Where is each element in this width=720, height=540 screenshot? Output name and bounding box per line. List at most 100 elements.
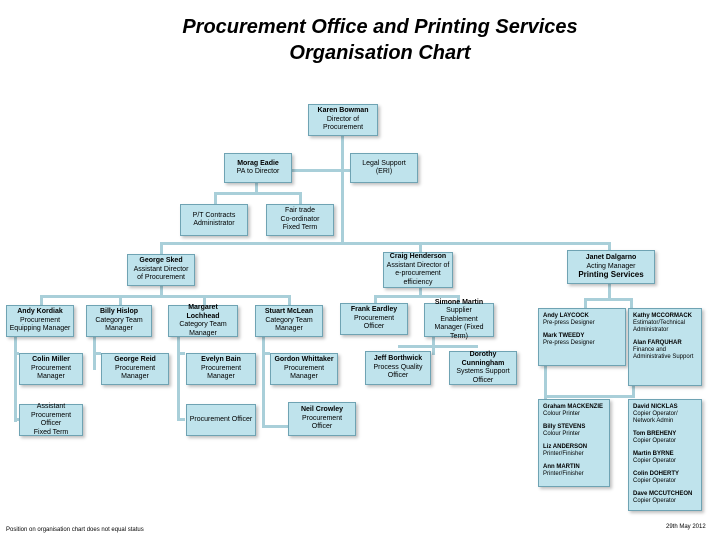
connector	[457, 295, 460, 303]
connector	[40, 295, 290, 298]
billy-hislop-box: Billy Hislop Category Team Manager	[86, 305, 152, 337]
connector	[288, 295, 291, 305]
jeff-borthwick-role: Process Quality Officer	[373, 363, 423, 380]
evelyn-bain-name: Evelyn Bain	[201, 356, 241, 364]
stuart-mclean-role: Category Team Manager	[265, 316, 313, 333]
fair-trade-line1: Fair trade	[285, 207, 315, 215]
staff-name: Liz ANDERSON	[543, 444, 588, 450]
frank-eardley-box: Frank Eardley Procurement Officer	[340, 303, 408, 335]
simone-martin-role: Supplier Enablement Manager (Fixed Term)	[434, 307, 484, 340]
list-item: Mark TWEEDY Pre-press Designer	[543, 333, 621, 347]
andy-kordiak-role: Procurement Equipping Manager	[9, 316, 71, 333]
staff-name: Andy LAYCOCK	[543, 313, 589, 319]
footer-note: Position on organisation chart does not …	[6, 527, 144, 533]
connector	[214, 192, 217, 204]
gordon-whittaker-box: Gordon Whittaker Procurement Manager	[270, 353, 338, 385]
staff-name: Martin BYRNE	[633, 451, 674, 457]
george-reid-box: George Reid Procurement Manager	[101, 353, 169, 385]
director-name: Karen Bowman	[317, 107, 369, 115]
list-item: David NICKLAS Copier Operator/ Network A…	[633, 404, 697, 425]
connector	[160, 242, 163, 256]
connector	[203, 295, 206, 305]
connector	[299, 192, 302, 204]
connector	[292, 169, 350, 172]
frank-eardley-role: Procurement Officer	[353, 314, 395, 331]
connector	[14, 352, 19, 355]
connector	[262, 352, 270, 355]
janet-dalgarno-box: Janet Dalgarno Acting Manager Printing S…	[567, 250, 655, 284]
chart-title: Procurement Office and Printing Services…	[110, 14, 650, 66]
staff-name: Tom BREHENY	[633, 431, 677, 437]
simone-martin-name: Simone Martin	[434, 298, 484, 306]
staff-role: Copier Operator	[633, 438, 677, 444]
staff-name: Dave MCCUTCHEON	[633, 491, 693, 497]
simone-martin-box: Simone Martin Supplier Enablement Manage…	[424, 299, 494, 340]
jeff-borthwick-box: Jeff Borthwick Process Quality Officer	[365, 351, 431, 385]
list-item: Colin DOHERTY Copier Operator	[633, 471, 697, 485]
pa-box: Morag Eadie PA to Director	[224, 153, 292, 183]
connector	[119, 295, 122, 305]
janet-dalgarno-dept: Printing Services	[578, 270, 644, 280]
craig-henderson-box: Craig Henderson Assistant Director of e-…	[383, 252, 453, 288]
dorothy-cunningham-role: Systems Support Officer	[456, 368, 510, 384]
connector	[374, 295, 459, 298]
colin-miller-role: Procurement Manager	[30, 364, 72, 381]
margaret-lochhead-box: Margaret Lochhead Category Team Manager	[168, 304, 238, 337]
list-item: Ann MARTIN Printer/Finisher	[543, 464, 605, 478]
margaret-lochhead-role: Category Team Manager	[179, 321, 227, 337]
staff-name: Graham MACKENZIE	[543, 404, 604, 410]
janet-dalgarno-role: Acting Manager	[586, 262, 636, 270]
connector	[262, 335, 265, 427]
staff-role: Colour Printer	[543, 411, 581, 417]
pa-role: PA to Director	[236, 168, 280, 175]
print-team-d-box: David NICKLAS Copier Operator/ Network A…	[628, 399, 702, 511]
list-item: Liz ANDERSON Printer/Finisher	[543, 444, 605, 458]
fair-trade-line2: Co-ordinator	[280, 215, 320, 223]
george-reid-role: Procurement Manager	[114, 364, 156, 381]
connector	[584, 298, 632, 301]
george-sked-name: George Sked	[139, 257, 183, 265]
footer-date: 29th May 2012	[666, 524, 706, 530]
janet-dalgarno-name: Janet Dalgarno	[585, 254, 637, 262]
andy-kordiak-name: Andy Kordiak	[17, 308, 63, 316]
print-team-c-box: Graham MACKENZIE Colour Printer Billy ST…	[538, 399, 610, 487]
list-item: Billy STEVENS Colour Printer	[543, 424, 605, 438]
staff-role: Copier Operator	[633, 478, 677, 484]
connector	[255, 182, 258, 192]
billy-hislop-role: Category Team Manager	[95, 316, 143, 333]
connector	[160, 242, 610, 245]
staff-role: Colour Printer	[543, 431, 581, 437]
list-item: Alan FARQUHAR Finance and Administrative…	[633, 340, 697, 361]
pt-contracts-box: P/T Contracts Administrator	[180, 204, 248, 236]
list-item: Kathy MCCORMACK Estimator/Technical Admi…	[633, 313, 697, 334]
connector	[374, 295, 377, 303]
staff-name: David NICKLAS	[633, 404, 678, 410]
craig-henderson-role: Assistant Director of e-procurement effi…	[386, 261, 450, 286]
stuart-mclean-name: Stuart McLean	[264, 308, 314, 316]
fair-trade-line3: Fixed Term	[282, 224, 318, 232]
director-role: Director of Procurement	[322, 115, 364, 132]
margaret-lochhead-name: Margaret Lochhead	[186, 304, 220, 320]
connector	[14, 335, 17, 422]
print-team-a-box: Andy LAYCOCK Pre-press Designer Mark TWE…	[538, 308, 626, 366]
connector	[14, 418, 19, 421]
neil-crowley-box: Neil Crowley Procurement Officer	[288, 402, 356, 436]
staff-name: Billy STEVENS	[543, 424, 586, 430]
chart-title-line1: Procurement Office and Printing Services	[182, 16, 578, 38]
fair-trade-box: Fair trade Co-ordinator Fixed Term	[266, 204, 334, 236]
connector	[608, 242, 611, 252]
list-item: Graham MACKENZIE Colour Printer	[543, 404, 605, 418]
jeff-borthwick-name: Jeff Borthwick	[373, 355, 423, 363]
staff-role: Estimator/Technical Administrator	[633, 320, 686, 333]
connector	[419, 287, 422, 297]
list-item: Dave MCCUTCHEON Copier Operator	[633, 491, 697, 505]
neil-crowley-role: Procurement Officer	[301, 414, 343, 431]
chart-title-line2: Organisation Chart	[289, 42, 471, 64]
george-reid-name: George Reid	[114, 356, 156, 364]
connector	[177, 352, 185, 355]
staff-role: Copier Operator	[633, 458, 677, 464]
connector	[584, 298, 587, 310]
legal-support-line1: Legal Support	[362, 159, 406, 167]
connector	[632, 385, 635, 398]
dorothy-cunningham-box: Dorothy Cunningham Systems Support Offic…	[449, 351, 517, 385]
